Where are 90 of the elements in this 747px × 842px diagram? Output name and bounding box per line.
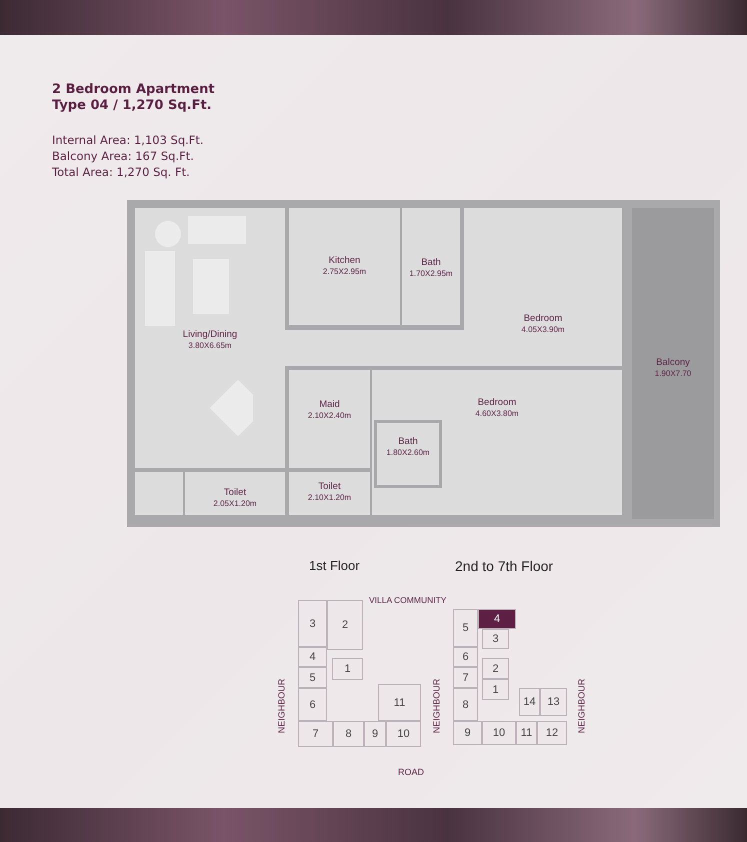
orientation-label: NEIGHBOUR [277,678,288,734]
unit-number: 2 [492,662,499,674]
room-name: Bedroom [478,398,516,409]
room-dimensions: 2.75X2.95m [322,266,366,276]
orientation-label: ROAD [398,768,424,778]
area-text: Total Area: 1,270 Sq. Ft. [52,166,190,179]
room-dimensions: 4.60X3.80m [475,408,519,418]
unit-cell [537,721,567,745]
unit-number: 7 [312,728,319,740]
room-dimensions: 3.80X6.65m [188,340,232,350]
unit-cell [453,609,478,647]
area-text: Internal Area: 1,103 Sq.Ft. [52,134,204,147]
room [464,208,622,366]
unit-cell [298,721,333,747]
room-name: Bath [421,258,441,269]
unit-number: 10 [397,728,410,740]
unit-number: 5 [309,672,316,684]
unit-number: 8 [462,698,469,710]
unit-number: 8 [345,728,352,740]
unit-cell [327,600,363,650]
unit-cell [453,688,478,721]
unit-number: 4 [309,651,316,663]
room-dimensions: 2.10X2.40m [308,410,352,420]
floor-heading: 2nd to 7th Floor [455,559,554,574]
unit-number: 3 [309,618,316,630]
room-dimensions: 1.70X2.95m [409,268,453,278]
room-name: Balcony [656,358,690,369]
unit-cell [482,721,516,745]
orientation-label: NEIGHBOUR [432,678,442,734]
unit-cell [482,679,509,700]
unit-cell [364,721,386,747]
room [372,370,622,515]
unit-number: 13 [547,696,560,708]
unit-cell [519,688,540,716]
room-name: Toilet [318,482,341,493]
room-dimensions: 4.05X3.90m [521,324,565,334]
unit-number: 6 [462,651,469,663]
unit-cell [333,721,364,747]
floor-heading: 1st Floor [309,559,360,574]
room [135,208,285,468]
room-name: Bedroom [524,314,562,325]
unit-cell [478,609,516,629]
unit-number: 5 [462,622,469,634]
room-name: Bath [398,437,418,448]
unit-cell [298,647,327,667]
unit-number: 1 [344,663,351,675]
unit-number: 11 [520,727,532,739]
unit-cell [482,629,509,649]
room-name: Living/Dining [182,330,238,341]
room-dimensions: 2.05X1.20m [213,498,257,508]
room-name: Maid [319,400,340,411]
unit-number: 6 [309,698,316,710]
title: 2 Bedroom Apartment Type 04 / 1,270 Sq.Ft. [52,82,216,114]
unit-number: 4 [494,613,500,625]
room [289,472,370,515]
unit-cell [453,721,482,745]
room-name: Toilet [224,488,246,499]
room-dimensions: 1.80X2.60m [386,448,430,458]
room [402,208,460,325]
room [374,420,442,488]
orientation-label: VILLA COMMUNITY [369,596,446,606]
unit-number: 11 [394,696,406,708]
unit-number: 1 [492,684,499,696]
unit-number: 14 [523,696,536,708]
unit-cell [482,658,509,679]
unit-cell [298,667,327,688]
unit-cell [298,688,327,721]
room [289,370,370,468]
unit-number: 12 [546,727,558,739]
unit-number: 2 [342,619,348,631]
unit-number: 9 [372,728,378,740]
unit-number: 10 [492,727,506,739]
unit-number: 3 [492,633,499,645]
room-name: Kitchen [328,256,360,267]
unit-cell [378,684,421,721]
unit-cell [540,688,567,716]
unit-cell [386,721,421,747]
unit-cell [453,667,478,688]
unit-cell [332,658,363,680]
unit-number: 9 [464,727,471,739]
unit-cell [516,721,537,745]
room [289,208,400,325]
room-dimensions: 1.90X7.70 [654,368,692,378]
room [185,472,285,515]
unit-number: 7 [462,672,469,684]
area-text: Balcony Area: 167 Sq.Ft. [52,150,194,163]
unit-cell [298,600,327,647]
unit-cell [453,647,478,667]
room-dimensions: 2.10X1.20m [308,492,352,502]
orientation-label: NEIGHBOUR [577,678,588,734]
